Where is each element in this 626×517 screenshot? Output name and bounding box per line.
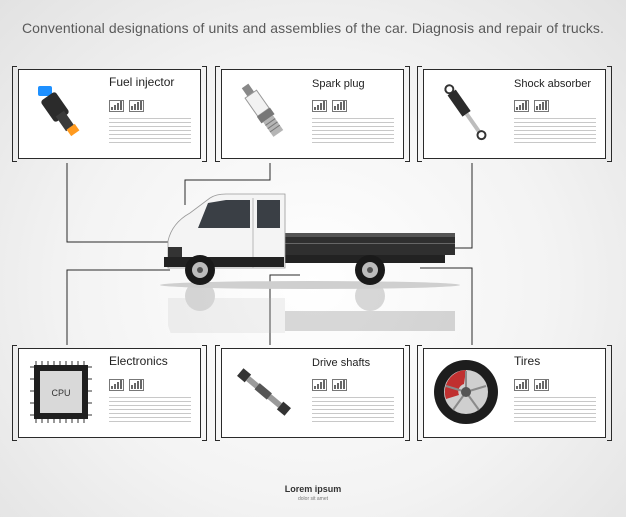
page-title: Conventional designations of units and a… [21, 20, 605, 36]
panel-shock-absorber[interactable]: Shock absorber [417, 66, 612, 162]
info-card [221, 69, 404, 159]
mini-bar-charts [514, 379, 586, 391]
shock-absorber-icon [444, 84, 487, 141]
info-card [423, 69, 606, 159]
panel-electronics[interactable]: CPU Electronics [12, 345, 207, 441]
mini-bar-charts [514, 100, 586, 112]
bracket-right [405, 345, 410, 441]
bracket-left [12, 345, 17, 441]
panel-label: Drive shafts [312, 357, 371, 369]
panel-label: Shock absorber [514, 78, 592, 90]
panel-label: Electronics [109, 354, 168, 368]
info-card [18, 69, 201, 159]
mini-bar-charts [312, 379, 384, 391]
placeholder-text-lines [109, 397, 191, 425]
mini-bar-charts [109, 379, 181, 391]
panel-fuel-injector[interactable]: Fuel injector [12, 66, 207, 162]
bracket-right [202, 345, 207, 441]
panel-drive-shafts[interactable]: Drive shafts [215, 345, 410, 441]
bracket-right [202, 66, 207, 162]
footer-subtitle: dolor sit amet [297, 496, 328, 502]
panel-label: Fuel injector [109, 75, 175, 89]
spark-plug-icon [241, 83, 284, 137]
panel-tires[interactable]: Tires [417, 345, 612, 441]
bracket-left [215, 345, 220, 441]
placeholder-text-lines [312, 397, 394, 425]
cpu-chip-icon: CPU [30, 361, 92, 423]
placeholder-text-lines [312, 118, 394, 146]
bracket-left [215, 66, 220, 162]
panel-label: Tires [514, 354, 541, 368]
info-card [221, 348, 404, 438]
placeholder-text-lines [514, 118, 596, 146]
panel-label: Spark plug [312, 78, 365, 90]
bracket-right [607, 66, 612, 162]
chip-label: CPU [51, 388, 70, 398]
placeholder-text-lines [514, 397, 596, 425]
bracket-left [417, 66, 422, 162]
bracket-left [417, 345, 422, 441]
placeholder-text-lines [109, 118, 191, 146]
mini-bar-charts [312, 100, 384, 112]
bracket-left [12, 66, 17, 162]
mini-bar-charts [109, 100, 181, 112]
truck-illustration [160, 193, 460, 333]
bracket-right [405, 66, 410, 162]
drive-shaft-icon [237, 368, 291, 416]
panel-spark-plug[interactable]: Spark plug [215, 66, 410, 162]
fuel-injector-icon [38, 86, 80, 137]
bracket-right [607, 345, 612, 441]
footer-title: Lorem ipsum [284, 484, 342, 494]
tire-icon [434, 360, 498, 424]
